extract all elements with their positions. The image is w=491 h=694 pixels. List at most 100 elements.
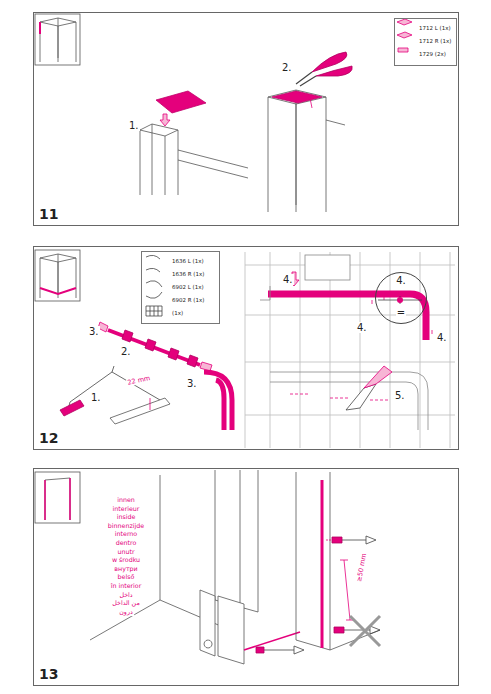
step-number: 13 xyxy=(39,666,58,682)
panel-12-art xyxy=(35,250,455,448)
detail-circle: 4. = xyxy=(375,272,427,324)
illustration-stroke xyxy=(264,646,304,654)
inside-note: inside xyxy=(116,514,137,521)
illustration-stroke xyxy=(110,398,170,424)
step-panel: 13 xyxy=(33,468,459,686)
step-panel: 12 1636 L (1x)1636 R (1x)6902 L (1x)6902 … xyxy=(33,246,459,450)
illustration-stroke xyxy=(340,560,354,620)
callout-number: 4. xyxy=(436,332,448,343)
dimension: 22 mm xyxy=(126,375,152,387)
part-number: (1x) xyxy=(172,307,216,320)
illustration-stroke xyxy=(146,306,162,316)
illustration-stroke xyxy=(289,272,432,334)
part-number: 1636 L (1x) xyxy=(172,255,216,268)
illustration-stroke xyxy=(60,400,84,416)
part-number: 6902 R (1x) xyxy=(172,294,216,307)
part-number: 1712 L (1x) xyxy=(419,22,453,35)
callout-number: 4. xyxy=(282,274,294,285)
illustration-stroke xyxy=(244,632,300,650)
inside-note: درون xyxy=(118,609,134,616)
illustration-stroke xyxy=(98,322,212,371)
illustration-stroke xyxy=(332,537,342,543)
parts-list-box: 1712 L (1x)1712 R (1x)1729 (2x) xyxy=(394,18,457,66)
callout-number: 3. xyxy=(186,378,198,389)
inside-note: interieur xyxy=(112,506,141,513)
panel-13-art xyxy=(35,470,380,664)
illustration-stroke xyxy=(160,114,170,126)
inside-note: belső xyxy=(117,574,136,581)
callout-number: = xyxy=(396,308,406,318)
illustration-stroke xyxy=(272,91,322,103)
illustration-stroke xyxy=(321,480,324,648)
callout-number: 1. xyxy=(128,120,140,131)
illustration-stroke xyxy=(150,398,151,410)
illustration-stroke xyxy=(397,297,403,303)
illustration-stroke xyxy=(350,616,380,646)
illustration-stroke xyxy=(39,22,41,34)
step-number: 12 xyxy=(39,430,58,446)
illustration-stroke xyxy=(40,254,76,298)
illustration-stroke xyxy=(334,627,344,633)
inside-note: innen xyxy=(116,497,136,504)
illustration-stroke xyxy=(364,366,392,388)
callout-number: 1. xyxy=(90,392,102,403)
inside-note: binnenzijde xyxy=(107,523,145,530)
callout-number: 5. xyxy=(394,390,406,401)
inside-note: داخل xyxy=(118,592,133,599)
step-panel: 11 1712 L (1x)1712 R (1x)1729 (2x) xyxy=(33,12,459,226)
illustration-stroke xyxy=(35,250,80,301)
illustration-stroke xyxy=(296,72,316,86)
illustration-stroke xyxy=(45,478,70,520)
part-number: 1636 R (1x) xyxy=(172,268,216,281)
inside-note: unutr xyxy=(116,549,135,556)
illustration-stroke xyxy=(312,52,352,76)
illustration-stroke xyxy=(326,540,332,541)
illustration-stroke xyxy=(256,647,264,653)
inside-note: w środku xyxy=(111,557,141,564)
illustration-stroke xyxy=(146,281,162,299)
inside-note: interno xyxy=(114,531,138,538)
illustration-stroke xyxy=(35,14,80,65)
illustration-stroke xyxy=(296,472,380,650)
illustration-stroke xyxy=(40,18,76,62)
dimension: ≥50 mm xyxy=(356,552,368,583)
step-number: 11 xyxy=(39,206,58,222)
illustration-stroke xyxy=(45,478,70,520)
parts-list-box: 1636 L (1x)1636 R (1x)6902 L (1x)6902 R … xyxy=(141,251,220,324)
panel-11-art xyxy=(35,14,412,212)
illustration-stroke xyxy=(204,640,212,648)
callout-number: 3. xyxy=(88,326,100,337)
inside-note: من الداخل xyxy=(111,600,141,607)
illustration-stroke xyxy=(260,286,270,300)
callout-number: 4. xyxy=(395,276,407,286)
illustration-stroke xyxy=(340,536,376,544)
illustration-stroke xyxy=(268,90,345,212)
illustration-stroke xyxy=(200,590,244,664)
illustration-stroke xyxy=(122,330,198,367)
inside-note: внутри xyxy=(113,566,138,573)
illustration-stroke xyxy=(156,91,206,113)
illustration-stroke xyxy=(268,294,426,340)
inside-note: dentro xyxy=(115,540,138,547)
illustration-stroke xyxy=(204,372,232,430)
illustration-stroke xyxy=(245,252,455,448)
illustration-stroke xyxy=(290,394,388,400)
illustration-stroke xyxy=(310,98,312,108)
illustration-stroke xyxy=(378,296,422,304)
callout-number: 2. xyxy=(120,346,132,357)
illustration-stroke xyxy=(397,19,412,52)
illustration-stroke xyxy=(146,255,160,272)
illustration-stroke xyxy=(270,372,428,430)
illustration-stroke xyxy=(35,472,80,523)
illustration-stroke xyxy=(384,292,424,318)
callout-number: 4. xyxy=(356,322,368,333)
callout-number: 2. xyxy=(281,62,293,73)
part-number: 1729 (2x) xyxy=(419,48,453,61)
illustration-stroke xyxy=(40,288,76,294)
illustration-stroke xyxy=(305,255,350,280)
illustration-stroke xyxy=(215,470,258,612)
part-number: 6902 L (1x) xyxy=(172,281,216,294)
part-number: 1712 R (1x) xyxy=(419,35,453,48)
